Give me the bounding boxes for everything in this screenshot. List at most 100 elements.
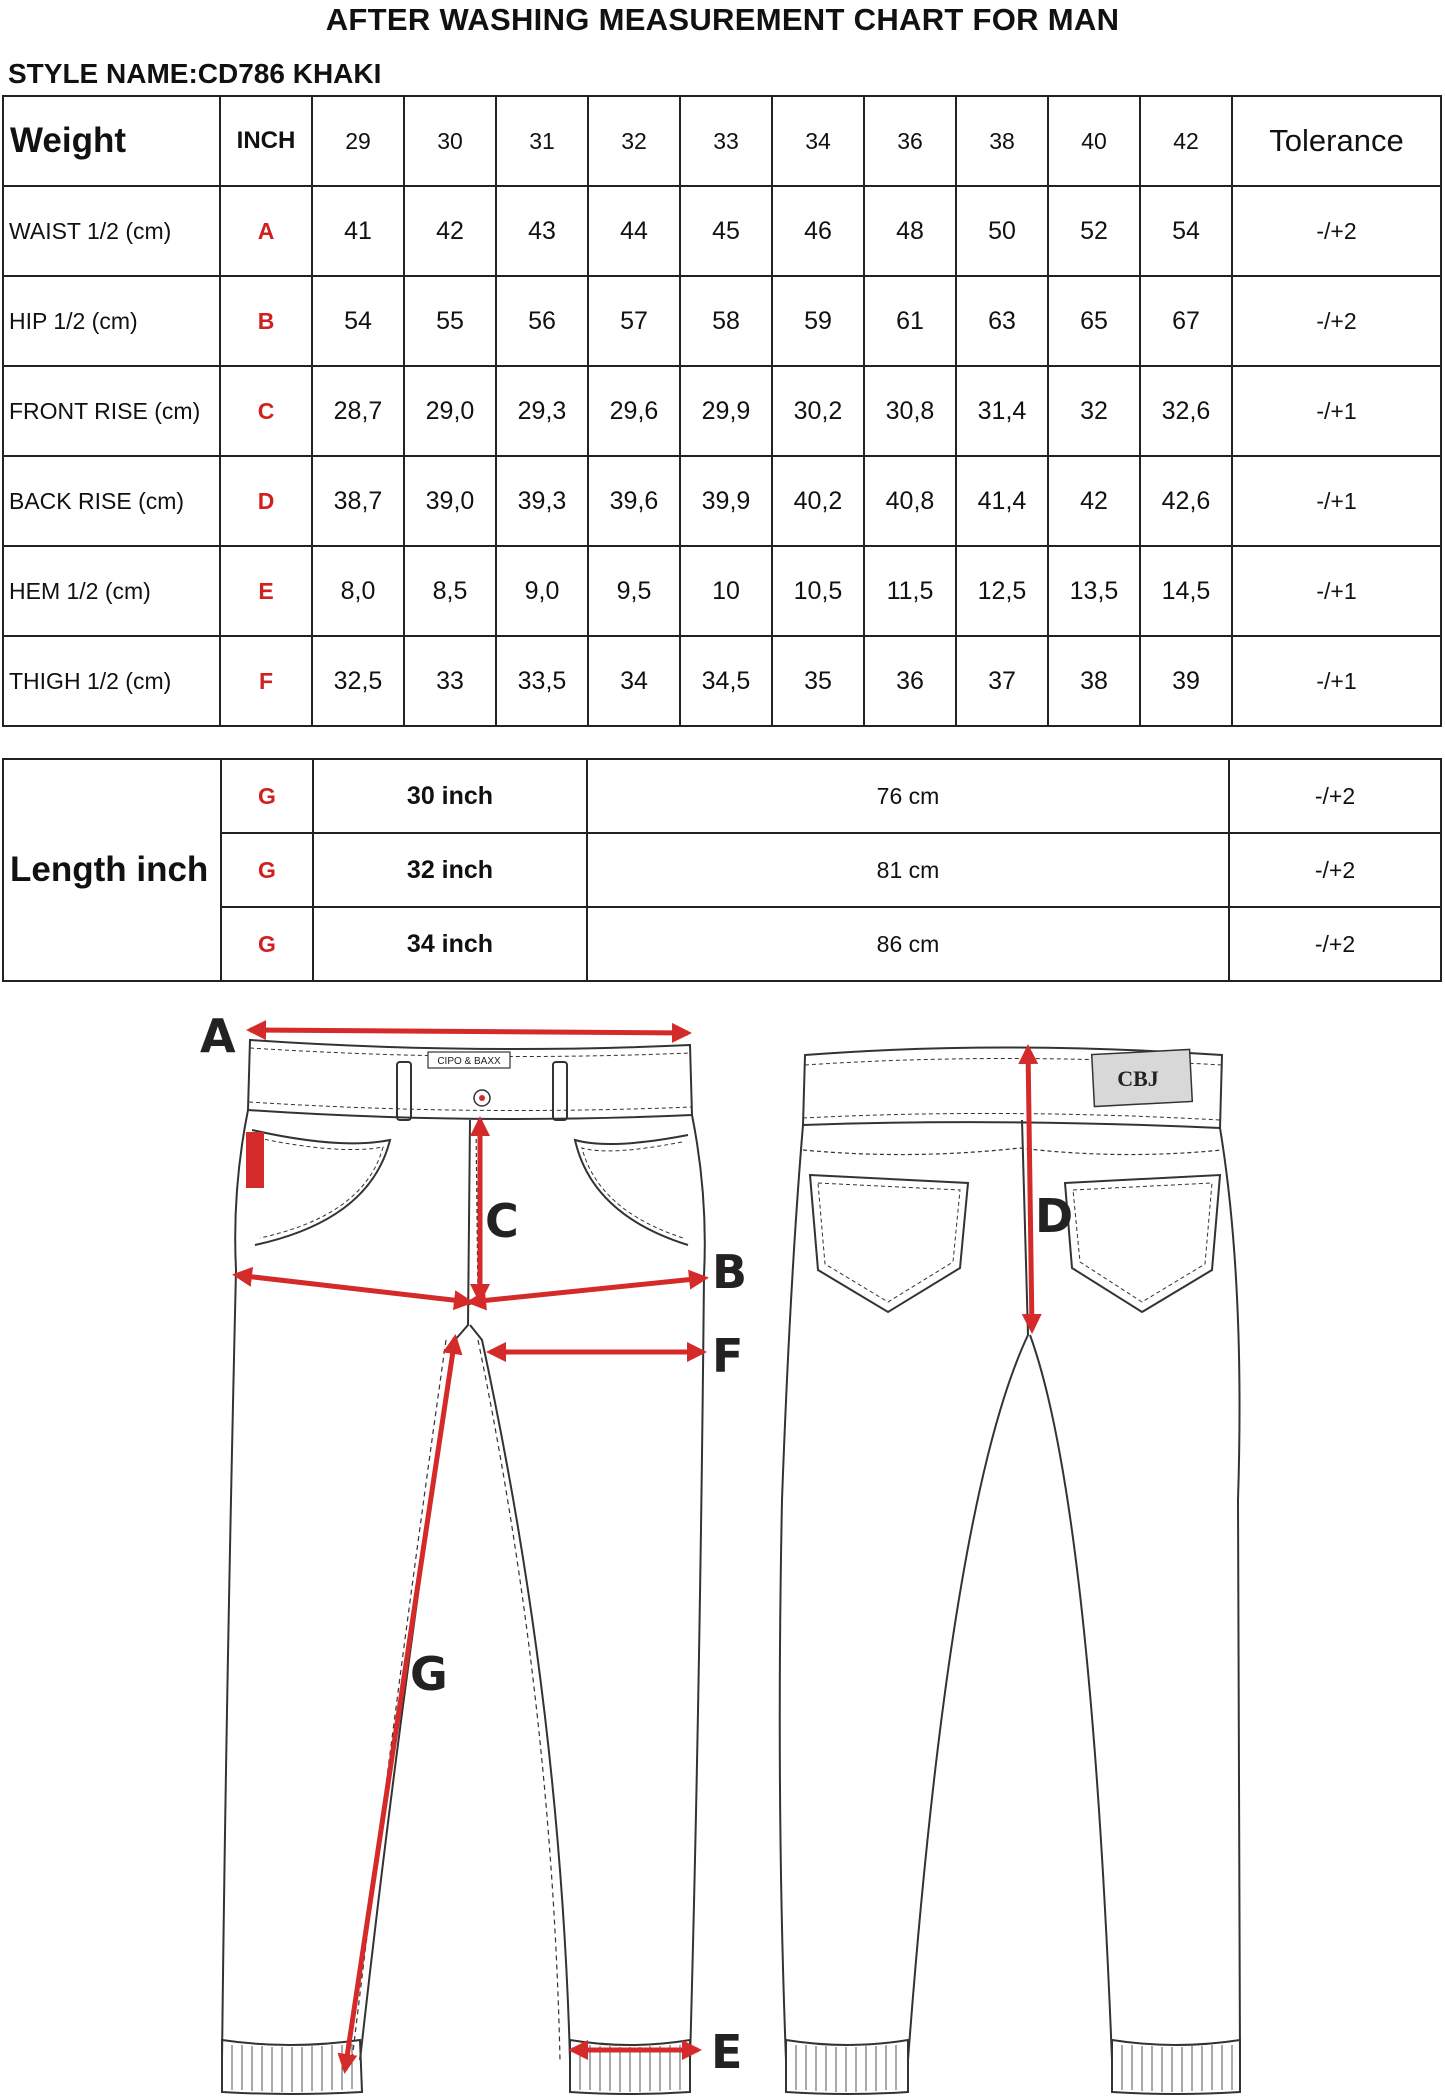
row-tolerance: -/+1 [1231,365,1442,457]
header-size: 32 [587,95,681,187]
row-value: 41 [311,185,405,277]
row-value: 57 [587,275,681,367]
row-tolerance: -/+1 [1231,455,1442,547]
row-value: 41,4 [955,455,1049,547]
header-size: 33 [679,95,773,187]
front-jeans-drawing [221,1038,706,2095]
row-value: 44 [587,185,681,277]
length-title: Length inch [2,758,222,982]
row-value: 33 [403,635,497,727]
length-cm: 86 cm [586,906,1230,982]
row-value: 56 [495,275,589,367]
row-label: FRONT RISE (cm) [2,365,221,457]
row-value: 38,7 [311,455,405,547]
row-value: 32 [1047,365,1141,457]
row-code: D [219,455,313,547]
back-cuff-ribbing [795,2045,1233,2092]
row-value: 33,5 [495,635,589,727]
row-label: WAIST 1/2 (cm) [2,185,221,277]
header-tolerance: Tolerance [1231,95,1442,187]
row-value: 40,2 [771,455,865,547]
style-name: STYLE NAME:CD786 KHAKI [8,58,382,89]
row-value: 42,6 [1139,455,1233,547]
row-code: E [219,545,313,637]
page-title: AFTER WASHING MEASUREMENT CHART FOR MAN [325,2,1120,37]
row-value: 46 [771,185,865,277]
length-code: G [220,758,314,834]
row-value: 9,5 [587,545,681,637]
row-code: F [219,635,313,727]
row-value: 29,3 [495,365,589,457]
row-label: BACK RISE (cm) [2,455,221,547]
row-value: 30,2 [771,365,865,457]
row-value: 38 [1047,635,1141,727]
row-value: 8,0 [311,545,405,637]
row-value: 48 [863,185,957,277]
label-g: G [410,1647,448,1701]
row-value: 32,5 [311,635,405,727]
row-code: C [219,365,313,457]
length-cm: 81 cm [586,832,1230,908]
header-size: 42 [1139,95,1233,187]
back-jeans-drawing [778,1046,1241,2095]
row-label: THIGH 1/2 (cm) [2,635,221,727]
row-value: 55 [403,275,497,367]
row-value: 50 [955,185,1049,277]
row-value: 9,0 [495,545,589,637]
row-tolerance: -/+2 [1231,185,1442,277]
header-size: 30 [403,95,497,187]
row-value: 39 [1139,635,1233,727]
length-inch: 32 inch [312,832,588,908]
row-value: 10 [679,545,773,637]
header-inch: INCH [219,95,313,187]
label-d: D [1035,1189,1073,1243]
header-size: 36 [863,95,957,187]
label-f: F [712,1329,743,1383]
row-value: 54 [1139,185,1233,277]
length-tolerance: -/+2 [1228,758,1442,834]
length-code: G [220,832,314,908]
row-value: 52 [1047,185,1141,277]
label-c: C [485,1194,519,1248]
row-value: 29,6 [587,365,681,457]
front-measurement-arrows [232,1020,709,2074]
front-pocket-tag [246,1132,264,1188]
row-value: 32,6 [1139,365,1233,457]
row-value: 37 [955,635,1049,727]
row-value: 42 [403,185,497,277]
row-value: 28,7 [311,365,405,457]
row-value: 39,0 [403,455,497,547]
length-tolerance: -/+2 [1228,906,1442,982]
row-value: 34 [587,635,681,727]
label-b: B [712,1245,747,1299]
length-cm: 76 cm [586,758,1230,834]
label-e: E [711,2025,742,2079]
row-value: 36 [863,635,957,727]
row-label: HIP 1/2 (cm) [2,275,221,367]
row-value: 34,5 [679,635,773,727]
row-tolerance: -/+2 [1231,275,1442,367]
row-value: 14,5 [1139,545,1233,637]
row-value: 8,5 [403,545,497,637]
row-value: 54 [311,275,405,367]
row-value: 10,5 [771,545,865,637]
row-value: 39,6 [587,455,681,547]
length-code: G [220,906,314,982]
row-value: 39,3 [495,455,589,547]
row-value: 58 [679,275,773,367]
row-tolerance: -/+1 [1231,545,1442,637]
row-value: 31,4 [955,365,1049,457]
row-tolerance: -/+1 [1231,635,1442,727]
header-size: 40 [1047,95,1141,187]
header-size: 29 [311,95,405,187]
